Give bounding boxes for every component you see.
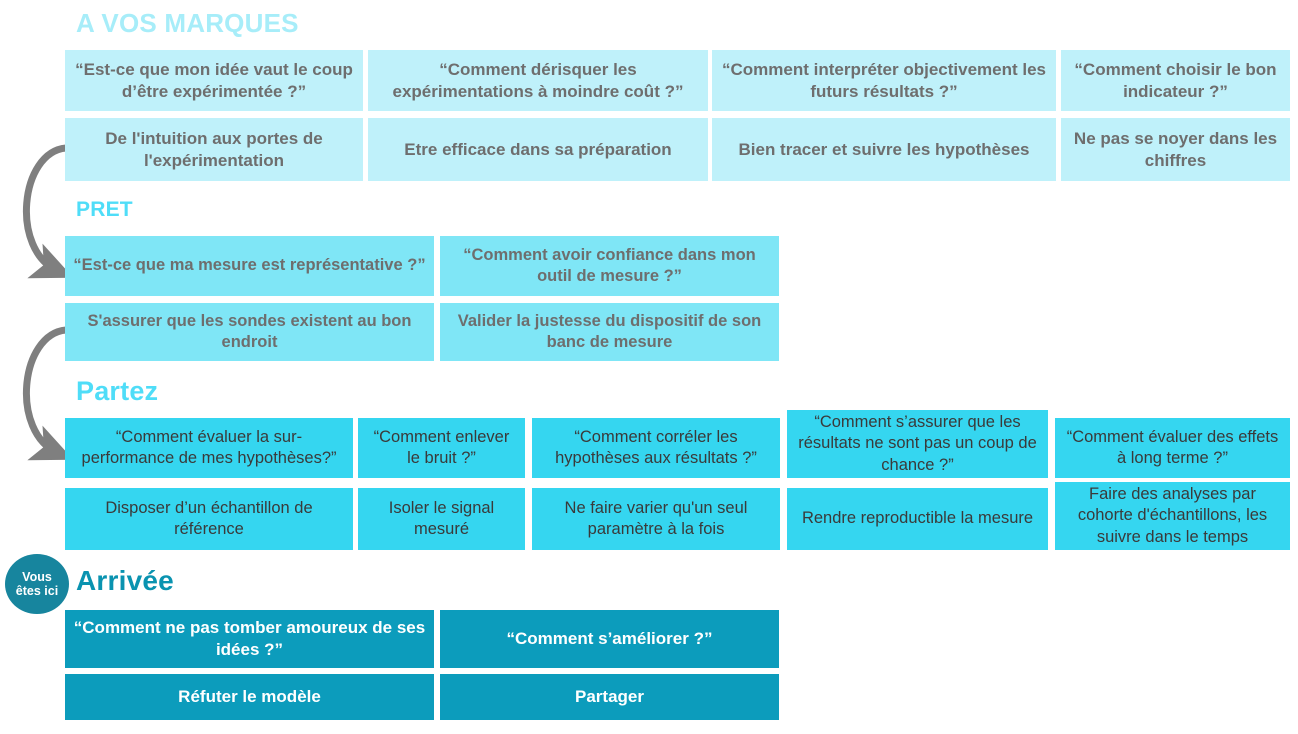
answer-card[interactable]: Rendre reproductible la mesure (787, 488, 1048, 550)
question-card[interactable]: “Comment évaluer des effets à long terme… (1055, 418, 1290, 478)
card-text: S'assurer que les sondes existent au bon… (87, 311, 412, 351)
question-card[interactable]: “Comment s’améliorer ?” (440, 610, 779, 668)
answer-card[interactable]: Bien tracer et suivre les hypothèses (712, 118, 1056, 181)
card-text: “Comment s’assurer que les résultats ne … (798, 413, 1037, 474)
answer-card[interactable]: Disposer d’un échantillon de référence (65, 488, 353, 550)
card-text: “Comment avoir confiance dans mon outil … (463, 245, 756, 285)
badge-line-2: êtes ici (15, 584, 59, 598)
card-text: “Comment enlever le bruit ?” (373, 427, 510, 467)
arrow-marques-to-pret (22, 144, 74, 279)
answer-card[interactable]: Partager (440, 674, 779, 720)
card-text: “Comment ne pas tomber amoureux de ses i… (73, 618, 426, 659)
answer-card[interactable]: Ne pas se noyer dans les chiffres (1061, 118, 1290, 181)
card-text: Partager (575, 687, 644, 707)
question-card[interactable]: “Comment enlever le bruit ?” (358, 418, 525, 478)
card-text: Bien tracer et suivre les hypothèses (738, 139, 1030, 159)
section-heading-partez: Partez (76, 376, 159, 406)
arrow-pret-to-partez (22, 326, 74, 461)
card-text: Faire des analyses par cohorte d'échanti… (1077, 485, 1268, 546)
answer-card[interactable]: Valider la justesse du dispositif de son… (440, 303, 779, 361)
card-text: Rendre reproductible la mesure (801, 509, 1034, 528)
card-text: Ne pas se noyer dans les chiffres (1073, 128, 1278, 170)
card-text: De l'intuition aux portes de l'expérimen… (105, 128, 323, 170)
question-card[interactable]: “Comment choisir le bon indicateur ?” (1061, 50, 1290, 111)
answer-card[interactable]: Etre efficace dans sa préparation (368, 118, 708, 181)
question-card[interactable]: “Comment avoir confiance dans mon outil … (440, 236, 779, 296)
question-card[interactable]: “Comment évaluer la sur-performance de m… (65, 418, 353, 478)
answer-card[interactable]: Ne faire varier qu'un seul paramètre à l… (532, 488, 780, 550)
section-heading-arrivee: Arrivée (76, 565, 174, 596)
card-text: “Est-ce que mon idée vaut le coup d’être… (75, 59, 353, 101)
card-text: Etre efficace dans sa préparation (404, 139, 672, 159)
question-card[interactable]: “Comment dérisquer les expérimentations … (368, 50, 708, 111)
card-text: Réfuter le modèle (178, 687, 321, 707)
section-heading-a-vos-marques: A VOS MARQUES (76, 8, 299, 38)
card-text: Isoler le signal mesuré (388, 498, 495, 538)
card-text: Ne faire varier qu'un seul paramètre à l… (564, 498, 748, 538)
card-text: “Comment évaluer la sur-performance de m… (81, 427, 337, 467)
you-are-here-badge: Vous êtes ici (5, 554, 69, 614)
card-text: “Comment interpréter objectivement les f… (721, 59, 1047, 101)
card-text: “Comment choisir le bon indicateur ?” (1074, 59, 1277, 101)
answer-card[interactable]: S'assurer que les sondes existent au bon… (65, 303, 434, 361)
question-card[interactable]: “Comment corréler les hypothèses aux rés… (532, 418, 780, 478)
section-heading-pret: PRET (76, 198, 133, 221)
card-text: “Comment s’améliorer ?” (506, 629, 713, 649)
question-card[interactable]: “Comment s’assurer que les résultats ne … (787, 410, 1048, 478)
question-card[interactable]: “Est-ce que ma mesure est représentative… (65, 236, 434, 296)
card-text: “Comment évaluer des effets à long terme… (1066, 427, 1279, 467)
card-text: “Comment dérisquer les expérimentations … (392, 59, 684, 101)
answer-card[interactable]: De l'intuition aux portes de l'expérimen… (65, 118, 363, 181)
card-text: Disposer d’un échantillon de référence (105, 498, 313, 538)
question-card[interactable]: “Comment ne pas tomber amoureux de ses i… (65, 610, 434, 668)
card-text: “Est-ce que ma mesure est représentative… (73, 256, 426, 275)
answer-card[interactable]: Isoler le signal mesuré (358, 488, 525, 550)
badge-line-1: Vous (22, 569, 52, 584)
question-card[interactable]: “Est-ce que mon idée vaut le coup d’être… (65, 50, 363, 111)
answer-card[interactable]: Faire des analyses par cohorte d'échanti… (1055, 482, 1290, 550)
card-text: Valider la justesse du dispositif de son… (457, 311, 762, 351)
question-card[interactable]: “Comment interpréter objectivement les f… (712, 50, 1056, 111)
answer-card[interactable]: Réfuter le modèle (65, 674, 434, 720)
card-text: “Comment corréler les hypothèses aux rés… (555, 427, 757, 467)
